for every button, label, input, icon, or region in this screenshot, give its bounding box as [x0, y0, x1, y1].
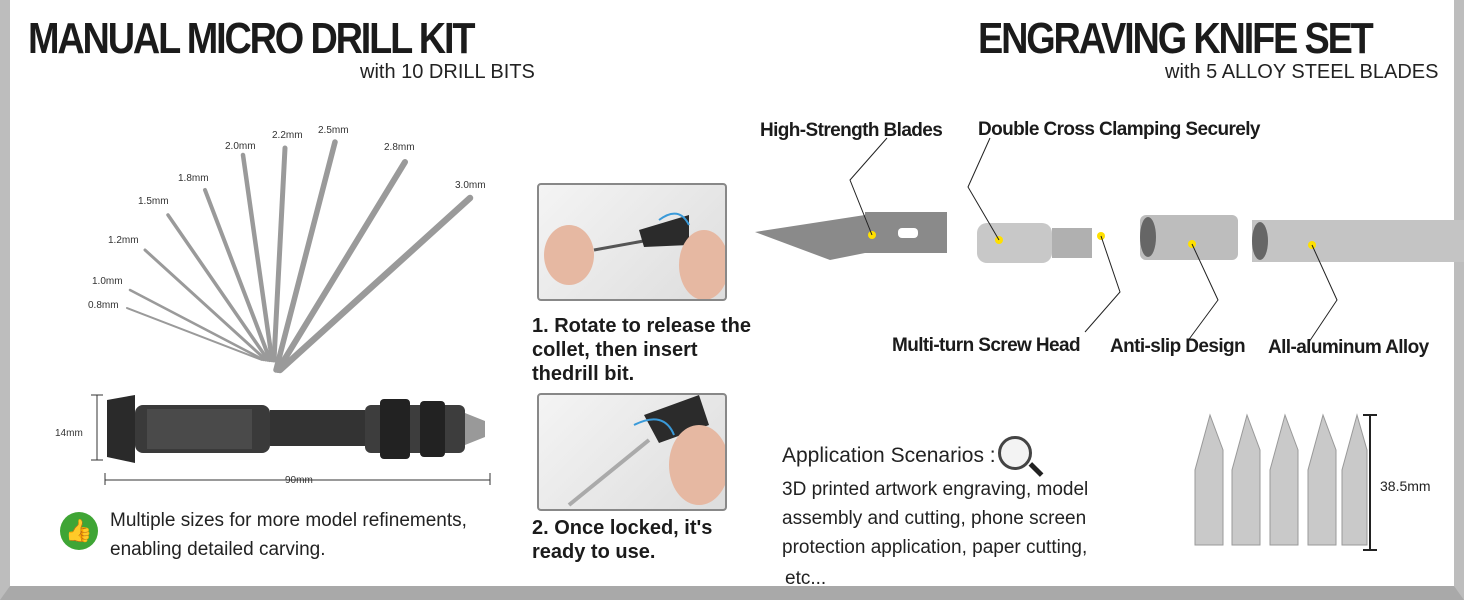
- height-dimension: 14mm: [55, 428, 83, 439]
- applications-text: 3D printed artwork engraving, model asse…: [782, 479, 1089, 558]
- callout-multi-turn-screw-head: Multi-turn Screw Head: [892, 335, 1081, 356]
- drill-kit-title: MANUAL MICRO DRILL KIT: [28, 14, 475, 63]
- drill-bit: [240, 152, 275, 363]
- drill-bit-size-label: 3.0mm: [455, 180, 486, 191]
- pin-vise-drill-image: [91, 394, 491, 485]
- knife-set-subtitle: with 5 ALLOY STEEL BLADES: [1165, 61, 1439, 83]
- drill-bit: [273, 139, 338, 373]
- callout-double-cross-clamping: Double Cross Clamping Securely: [978, 119, 1260, 140]
- magnifier-icon: [998, 436, 1044, 477]
- drill-bit-size-label: 1.8mm: [178, 173, 209, 184]
- drill-bit: [128, 288, 266, 362]
- drill-bit-size-label: 1.0mm: [92, 276, 123, 287]
- step-2-text: 2. Once locked, it's ready to use.: [532, 517, 713, 563]
- thumbs-up-icon: 👍: [60, 512, 98, 550]
- drill-bit-size-label: 2.5mm: [318, 125, 349, 136]
- feature-text: Multiple sizes for more model refinement…: [110, 510, 467, 560]
- drill-bit: [275, 159, 408, 373]
- drill-kit-subtitle: with 10 DRILL BITS: [360, 61, 535, 83]
- knife-set-title: ENGRAVING KNIFE SET: [978, 14, 1374, 63]
- drill-bit: [271, 145, 288, 363]
- drill-bit-size-label: 2.8mm: [384, 142, 415, 153]
- length-dimension: 90mm: [285, 475, 313, 486]
- drill-bit-size-label: 1.2mm: [108, 235, 139, 246]
- applications-heading: Application Scenarios :: [782, 444, 996, 467]
- blade-length-dimension: 38.5mm: [1380, 478, 1431, 494]
- drill-bit: [166, 213, 270, 362]
- drill-bit-size-label: 1.5mm: [138, 196, 169, 207]
- drill-bit: [143, 248, 268, 362]
- step-1-photo: [537, 183, 727, 301]
- spare-blades-image: [1194, 413, 1377, 551]
- drill-bit-size-label: 2.0mm: [225, 141, 256, 152]
- callout-high-strength-blades: High-Strength Blades: [760, 120, 943, 141]
- knife-exploded-diagram: [755, 137, 1464, 343]
- drill-bit: [203, 188, 272, 362]
- drill-bit-size-label: 2.2mm: [272, 130, 303, 141]
- callout-all-aluminum-alloy: All-aluminum Alloy: [1268, 337, 1429, 358]
- applications-etc: etc...: [785, 568, 827, 589]
- step-2-photo: [537, 393, 727, 511]
- drill-bit-size-label: 0.8mm: [88, 300, 119, 311]
- drill-bits-image: [126, 139, 474, 374]
- step-1-text: 1. Rotate to release the collet, then in…: [532, 315, 751, 385]
- callout-anti-slip-design: Anti-slip Design: [1110, 336, 1246, 357]
- drill-bit: [276, 194, 474, 374]
- drill-bit: [126, 307, 263, 361]
